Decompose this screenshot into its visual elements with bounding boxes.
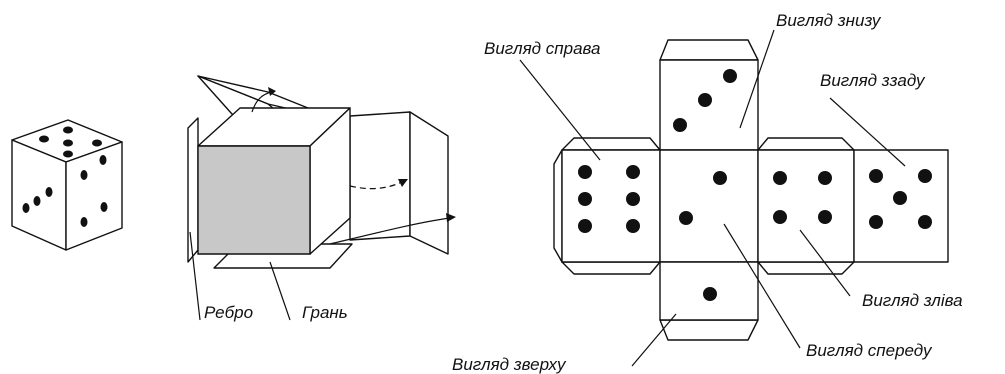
die-pip	[45, 187, 53, 197]
net-tab-bottom	[659, 319, 759, 341]
fold-arrow-head	[268, 87, 276, 96]
net-tab-left	[553, 149, 563, 263]
far-right-flap	[409, 111, 449, 255]
front-view-label: Вигляд спереду	[806, 341, 933, 360]
die-right-face	[65, 141, 123, 251]
net-tab	[561, 261, 661, 275]
right-view-leader	[519, 59, 601, 161]
unfolding-cube-illustration: Ребро Грань	[187, 75, 456, 322]
die-pip	[63, 150, 73, 158]
net-face-right	[561, 149, 661, 263]
net-pip	[626, 192, 640, 206]
edge-label: Ребро	[204, 303, 253, 322]
top-view-leader	[631, 313, 677, 367]
net-pip	[918, 215, 932, 229]
left-view-label: Вигляд зліва	[862, 291, 963, 310]
back-view-leader	[829, 97, 906, 167]
net-tab	[757, 137, 855, 151]
die-pip	[80, 170, 88, 180]
net-pip	[673, 118, 687, 132]
edge-leader	[189, 231, 201, 321]
cube-front-face	[197, 145, 311, 255]
net-pip	[713, 171, 727, 185]
fold-arrow-head	[398, 179, 408, 187]
left-view-leader	[799, 229, 851, 297]
net-face-back	[853, 149, 949, 263]
die-pip	[92, 139, 102, 147]
net-pip	[698, 93, 712, 107]
net-pip	[578, 219, 592, 233]
net-pip	[869, 169, 883, 183]
back-view-label: Вигляд ззаду	[820, 71, 926, 90]
net-pip	[578, 192, 592, 206]
right-flap	[349, 111, 411, 241]
die-pip	[80, 217, 88, 227]
top-view-label: Вигляд зверху	[452, 355, 567, 374]
net-pip	[703, 287, 717, 301]
face-label: Грань	[302, 303, 348, 322]
net-tab	[757, 261, 855, 275]
fold-arrow-head	[446, 213, 456, 222]
net-pip	[818, 171, 832, 185]
net-pip	[578, 165, 592, 179]
die-pip	[22, 203, 30, 213]
net-pip	[918, 169, 932, 183]
net-pip	[626, 165, 640, 179]
net-pip	[773, 210, 787, 224]
die-pip	[39, 135, 49, 143]
net-pip	[679, 211, 693, 225]
fold-arrow-bottom	[329, 217, 451, 245]
die-pip	[63, 139, 73, 147]
die-pip	[33, 196, 41, 206]
net-pip	[773, 171, 787, 185]
bottom-view-leader	[739, 29, 775, 129]
bottom-view-label: Вигляд знизу	[776, 11, 882, 30]
net-pip	[818, 210, 832, 224]
net-pip	[723, 69, 737, 83]
right-view-label: Вигляд справа	[484, 39, 601, 58]
net-tab-top	[659, 39, 759, 61]
net-face-front	[659, 149, 759, 263]
net-face-left	[757, 149, 855, 263]
net-pip	[893, 191, 907, 205]
die-illustration	[11, 119, 123, 251]
cube-net: Вигляд справа Вигляд знизу Вигляд ззаду …	[452, 11, 963, 374]
back-flap	[187, 117, 199, 263]
net-pip	[869, 215, 883, 229]
die-pip	[99, 155, 107, 165]
net-pip	[626, 219, 640, 233]
front-view-leader	[723, 223, 801, 349]
fold-arrow-dashed	[349, 181, 403, 190]
die-pip	[100, 202, 108, 212]
net-tab	[561, 137, 661, 151]
face-leader	[269, 261, 291, 321]
die-pip	[63, 126, 73, 134]
